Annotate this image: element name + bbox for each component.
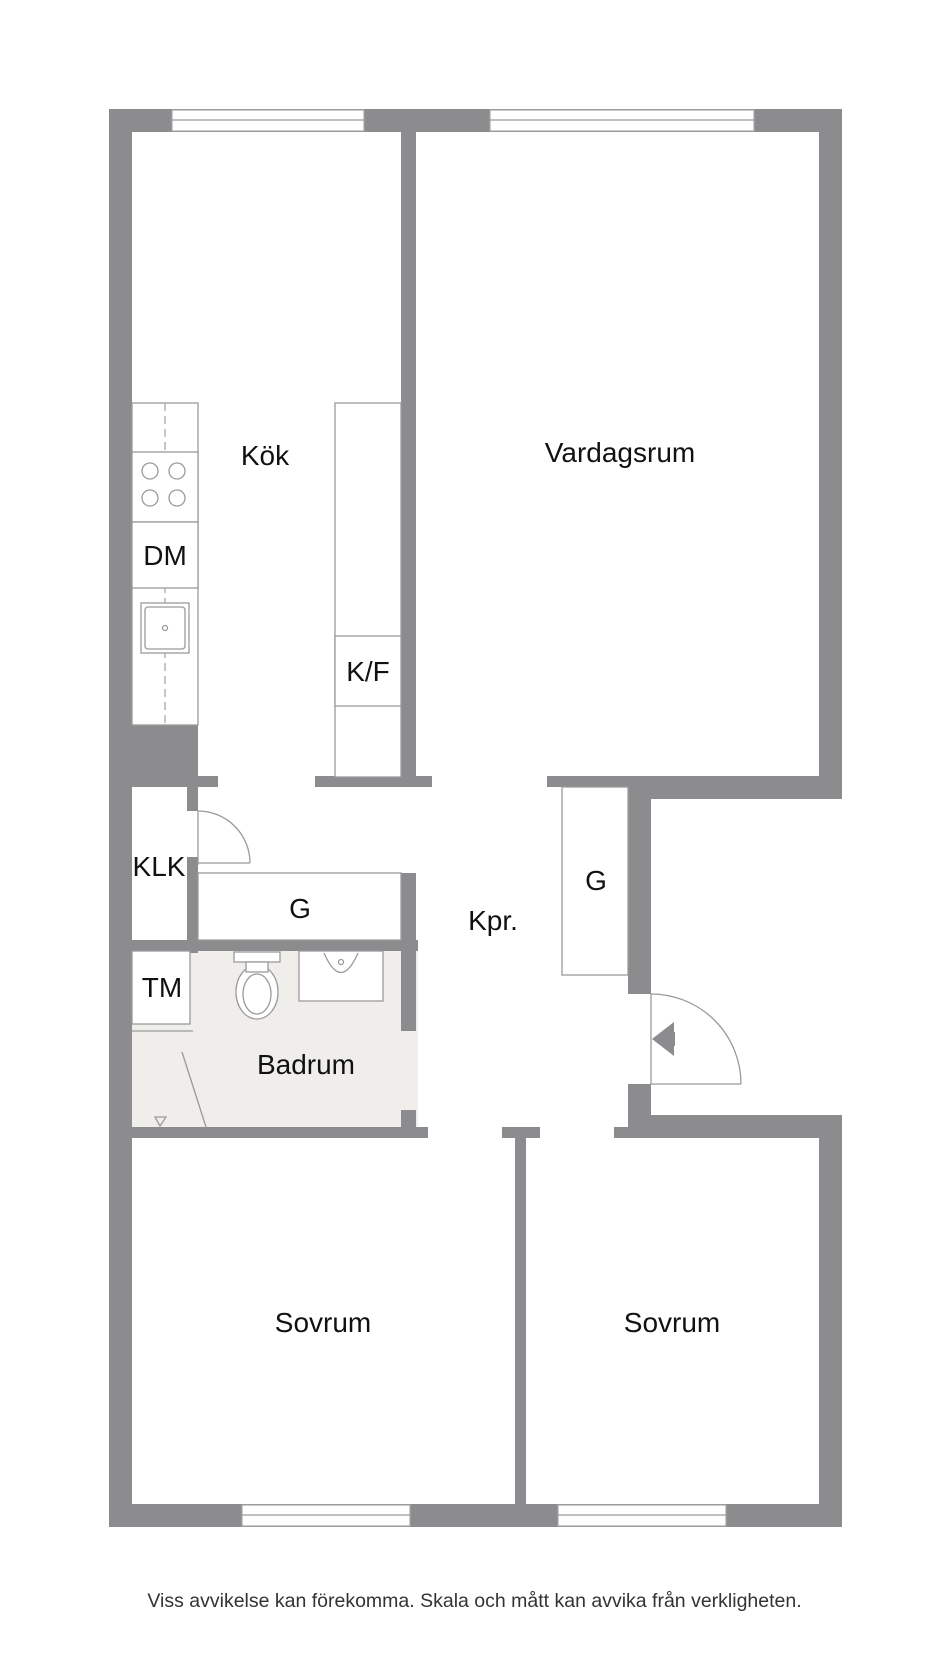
label-wardrobe-right: G: [585, 865, 607, 896]
label-bedroom-right: Sovrum: [624, 1307, 720, 1338]
wash-basin: [298, 950, 384, 1002]
windows: [171, 109, 755, 1527]
label-linen-closet: KLK: [133, 851, 186, 882]
stove: [131, 451, 199, 523]
disclaimer-text: Viss avvikelse kan förekomma. Skala och …: [147, 1590, 802, 1612]
fridge-counter: [334, 402, 402, 778]
label-fridge-freezer: K/F: [346, 656, 390, 687]
washing-machine: [131, 950, 191, 1025]
toilet-tank: [233, 951, 281, 963]
kitchen-sink: [140, 602, 190, 654]
label-dishwasher: DM: [143, 540, 187, 571]
label-bathroom: Badrum: [257, 1049, 355, 1080]
klk-door: [197, 810, 251, 865]
wardrobe-left: [197, 872, 402, 941]
dishwasher-box: [131, 521, 199, 589]
toilet-bowl: [235, 964, 279, 1020]
wardrobe-right: [561, 786, 629, 976]
bathroom-fixtures: [131, 950, 384, 1128]
label-hallway: Kpr.: [468, 905, 518, 936]
entrance-door[interactable]: [650, 993, 742, 1085]
outer-walls: [109, 109, 842, 1527]
label-kitchen: Kök: [241, 440, 290, 471]
label-wardrobe-left: G: [289, 893, 311, 924]
kitchen-counter: [131, 402, 199, 726]
label-bedroom-left: Sovrum: [275, 1307, 371, 1338]
interior-walls: [130, 130, 644, 1507]
label-washing-machine: TM: [142, 972, 182, 1003]
label-living-room: Vardagsrum: [545, 437, 695, 468]
